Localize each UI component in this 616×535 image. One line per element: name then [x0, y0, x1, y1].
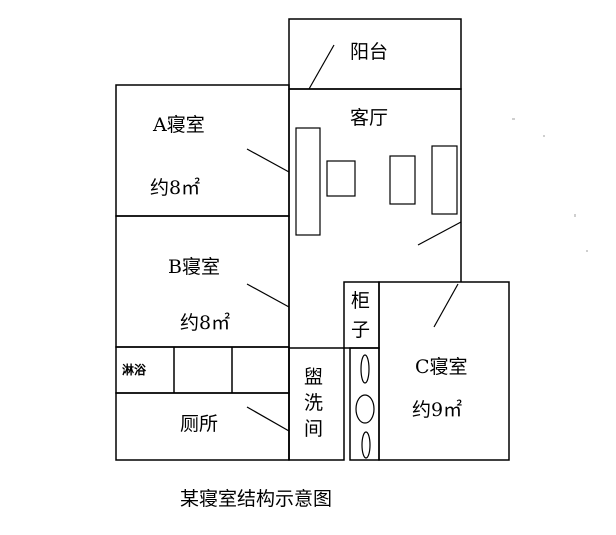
bedroom-b-door	[246, 283, 290, 308]
balcony-label: 阳台	[350, 41, 388, 63]
scan-speck	[512, 118, 515, 120]
sofa	[295, 127, 321, 236]
toilet-door	[246, 406, 290, 432]
living-room-label: 客厅	[350, 107, 388, 129]
scan-speck	[574, 214, 576, 217]
bedroom-c-area: 约9㎡	[412, 398, 462, 421]
sink-1	[360, 354, 370, 384]
toilet-label: 厕所	[180, 413, 218, 435]
bedroom-a: A寝室 约8㎡	[115, 84, 290, 217]
sink-3	[361, 431, 371, 459]
bedroom-b-label: B寝室	[168, 256, 220, 278]
cabinet-label-char-2: 子	[351, 319, 370, 341]
scan-speck	[586, 250, 588, 252]
bedroom-c-door	[433, 283, 459, 328]
diagram-caption: 某寝室结构示意图	[180, 488, 332, 510]
sink-2	[355, 394, 375, 424]
washroom-label-char-2: 洗	[304, 392, 323, 414]
tv-stand	[389, 155, 416, 205]
coffee-table	[326, 160, 356, 197]
scan-speck	[543, 135, 545, 137]
shower: 淋浴	[115, 346, 290, 394]
balcony: 阳台	[288, 18, 462, 90]
shower-label: 淋浴	[122, 362, 147, 377]
living-room-door	[417, 221, 462, 246]
bedroom-c-label: C寝室	[415, 356, 468, 378]
washroom: 盥 洗 间	[288, 347, 345, 461]
bedroom-c: C寝室 约9㎡	[378, 281, 510, 461]
bedroom-a-door	[246, 148, 290, 173]
sink-column	[349, 347, 380, 461]
washroom-label-char-1: 盥	[304, 366, 323, 388]
bedroom-a-area: 约8㎡	[150, 176, 200, 199]
balcony-door	[308, 44, 335, 90]
washroom-label-char-3: 间	[304, 418, 323, 440]
bedroom-b: B寝室 约8㎡	[115, 215, 290, 348]
cabinet: 柜 子	[343, 281, 380, 349]
bedroom-b-area: 约8㎡	[180, 311, 230, 334]
side-cabinet	[431, 145, 458, 215]
cabinet-label-char-1: 柜	[351, 290, 370, 312]
toilet: 厕所	[115, 392, 290, 461]
bedroom-a-label: A寝室	[152, 114, 205, 136]
